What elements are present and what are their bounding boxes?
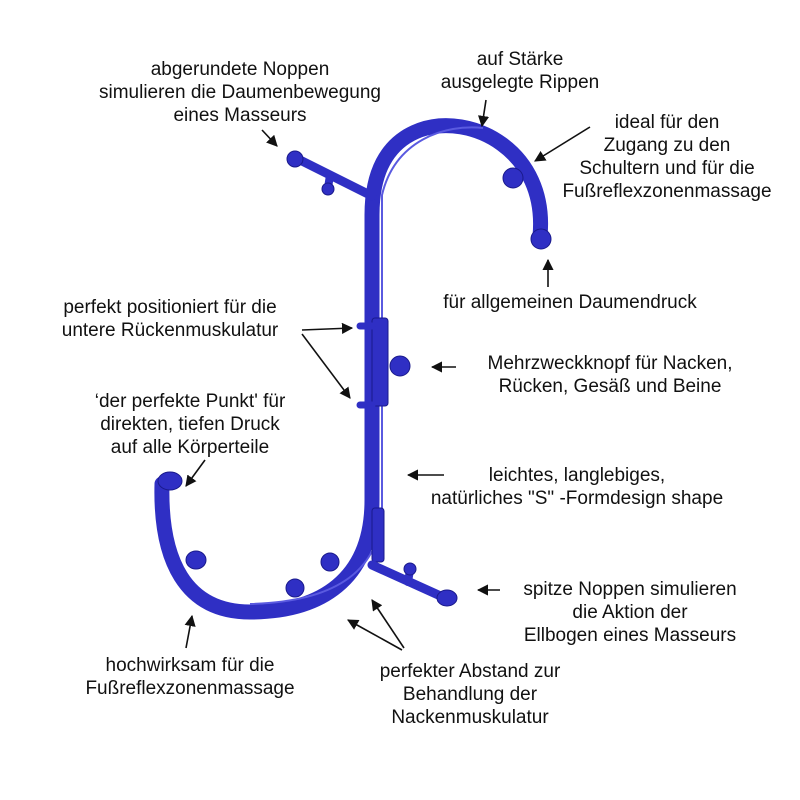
label-design-line: leichtes, langlebiges, [488,465,666,486]
label-multi-knob: Mehrzweckknopf für Nacken, Rücken, Gesäß… [450,352,770,398]
label-multi-knob-line: Mehrzweckknopf für Nacken, [487,353,733,374]
label-perfect-point-line: direkten, tiefen Druck [100,414,280,435]
label-shoulders-line: Fußreflexzonenmassage [562,181,772,202]
label-foot-reflex: hochwirksam für die Fußreflexzonenmassag… [50,654,330,700]
lower-knob-1 [285,578,305,598]
upper-branch [295,155,377,201]
label-pointed-knobs-line: die Aktion der [572,602,688,623]
arrow-rounded-knobs [261,129,278,147]
label-pointed-knobs: spitze Noppen simulieren die Aktion der … [490,578,770,647]
shoulder-knob [502,167,524,189]
label-neck-distance-line: perfekter Abstand zur [379,661,561,682]
label-rounded-knobs: abgerundete Noppen simulieren die Daumen… [60,58,420,127]
rounded-knob-upper-stem [321,182,335,196]
label-shoulders-line: ideal für den [614,112,720,133]
label-design-line: natürliches "S" -Formdesign shape [430,488,724,509]
label-perfect-point-line: ‘der perfekte Punkt' für [94,391,286,412]
label-thumb-pressure-line: für allgemeinen Daumendruck [443,292,697,313]
label-foot-reflex-line: Fußreflexzonenmassage [85,678,295,699]
lower-knob-2 [320,552,340,572]
label-ribs: auf Stärke ausgelegte Rippen [400,48,640,94]
spine-rib-lower [371,507,385,563]
label-pointed-knobs-line: Ellbogen eines Masseurs [523,625,737,646]
arrow-lower-back-1 [301,322,354,334]
label-ribs-line: ausgelegte Rippen [440,72,600,93]
label-neck-distance-line: Nackenmuskulatur [391,707,549,728]
arrow-lower-back-2 [301,333,351,399]
rounded-knob-upper-left [286,150,304,168]
spine-rib [371,317,389,407]
arrow-neck-distance-1 [347,619,403,651]
callout-arrows [184,99,591,651]
label-rounded-knobs-line: abgerundete Noppen [150,59,330,80]
label-multi-knob-line: Rücken, Gesäß und Beine [498,376,722,397]
label-foot-reflex-line: hochwirksam für die [105,655,275,676]
label-perfect-point: ‘der perfekte Punkt' für direkten, tiefe… [60,390,320,459]
label-lower-back: perfekt positioniert für die untere Rück… [30,296,310,342]
label-shoulders-line: Schultern und für die [579,158,755,179]
label-design: leichtes, langlebiges, natürliches "S" -… [404,464,750,510]
perfect-point-knob [157,471,183,491]
s-massage-tool [154,118,552,620]
label-shoulders: ideal für den Zugang zu den Schultern un… [540,111,794,203]
multi-purpose-knob [389,355,411,377]
label-neck-distance: perfekter Abstand zur Behandlung der Nac… [350,660,590,729]
label-lower-back-line: untere Rückenmuskulatur [61,320,279,341]
thumb-pressure-knob [530,228,552,250]
foot-reflex-knob [185,550,207,570]
label-neck-distance-line: Behandlung der [402,684,538,705]
pointed-knob-right [436,589,458,607]
label-thumb-pressure: für allgemeinen Daumendruck [420,291,720,314]
label-rounded-knobs-line: simulieren die Daumenbewegung [98,82,381,103]
pointed-knob-stem [403,562,417,576]
arrow-shoulders [534,126,591,162]
label-pointed-knobs-line: spitze Noppen simulieren [523,579,737,600]
arrow-ribs [477,99,490,128]
label-perfect-point-line: auf alle Körperteile [110,437,270,458]
label-shoulders-line: Zugang zu den [603,135,731,156]
arrow-perfect-point [185,459,206,487]
label-lower-back-line: perfekt positioniert für die [63,297,277,318]
tool-body [154,118,549,620]
label-ribs-line: auf Stärke [476,49,564,70]
arrow-neck-distance-2 [371,599,405,649]
arrow-foot-reflex [184,614,196,649]
label-rounded-knobs-line: eines Masseurs [173,105,307,126]
